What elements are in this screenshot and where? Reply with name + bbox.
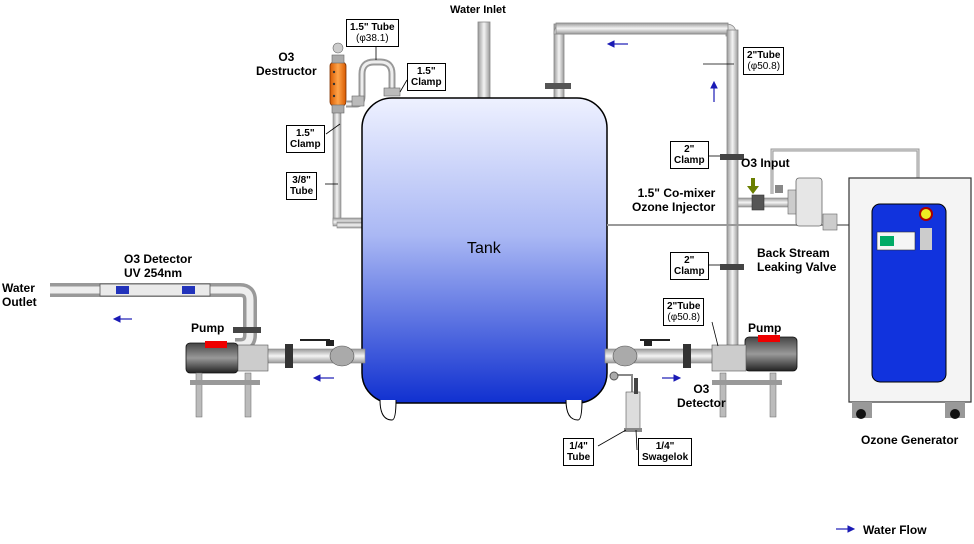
tube-2-low-text: 2"Tube xyxy=(667,301,701,312)
o3-destructor-label: O3 Destructor xyxy=(256,50,317,78)
tube-1-5-diameter: (φ38.1) xyxy=(355,33,389,44)
lower-o3-detector-formula: O3 xyxy=(693,382,710,396)
tube-3-8 xyxy=(336,221,366,229)
clamp-2-lower-size: 2" xyxy=(684,255,695,266)
clamp-2-upper-size: 2" xyxy=(684,144,695,155)
flow-arrow-right-pump xyxy=(662,374,682,382)
flow-arrow-up xyxy=(710,80,718,102)
tube-1-4-text: Tube xyxy=(567,452,591,463)
tube-1-5-text: 1.5" Tube xyxy=(350,22,395,33)
clamp-2-upper-label: 2" Clamp xyxy=(670,141,709,169)
pump-right-label: Pump xyxy=(748,321,782,335)
flow-arrow-left-pump xyxy=(312,374,334,382)
tube-3-8-size: 3/8" xyxy=(292,175,311,186)
leaking-valve-text: Leaking Valve xyxy=(757,260,837,274)
tube-2-low-diameter: (φ50.8) xyxy=(667,312,701,323)
ozone-injector-text: Ozone Injector xyxy=(632,200,716,214)
co-mixer-injector xyxy=(737,177,838,231)
left-outlet-line xyxy=(50,283,366,368)
water-outlet-text-2: Outlet xyxy=(2,295,37,309)
tube-2-low-label: 2"Tube (φ50.8) xyxy=(663,298,705,326)
clamp-1-5-left-text: Clamp xyxy=(290,139,321,150)
tank-label: Tank xyxy=(467,240,501,257)
tube-3-8-label: 3/8" Tube xyxy=(286,172,318,200)
water-inlet-label: Water Inlet xyxy=(450,4,506,16)
clamp-1-5-left-label: 1.5" Clamp xyxy=(286,125,325,153)
clamp-1-5-top-size: 1.5" xyxy=(416,66,436,77)
destructor-body xyxy=(329,61,347,107)
pump-left-label: Pump xyxy=(191,321,225,335)
swagelok-text: Swagelok xyxy=(642,452,689,463)
water-flow-legend-label: Water Flow xyxy=(863,523,927,537)
uv-o3-detector-text: O3 Detector xyxy=(124,252,193,266)
right-pump xyxy=(711,335,798,418)
uv-o3-detector-label: O3 Detector UV 254nm xyxy=(124,252,192,280)
tube-1-4-size: 1/4" xyxy=(569,441,588,452)
back-stream-valve-label: Back Stream Leaking Valve xyxy=(757,246,836,274)
back-stream-text: Back Stream xyxy=(757,246,830,260)
co-mixer-label: 1.5" Co-mixer Ozone Injector xyxy=(632,186,715,214)
uv-wavelength-text: UV 254nm xyxy=(124,266,183,280)
ozone-generator xyxy=(848,177,972,419)
swagelok-label: 1/4" Swagelok xyxy=(638,438,693,466)
lower-o3-detector-text: Detector xyxy=(677,396,726,410)
flow-arrow-top-left xyxy=(606,40,628,48)
clamp-2-lower-text: Clamp xyxy=(674,266,705,277)
right-inlet-line xyxy=(604,154,744,368)
tube-2-top-text: 2"Tube xyxy=(747,50,781,61)
water-inlet-pipe xyxy=(477,21,491,99)
lower-o3-detector-label: O3 Detector xyxy=(677,382,726,410)
tube-2-top-diameter: (φ50.8) xyxy=(747,61,781,72)
clamp-2-lower-label: 2" Clamp xyxy=(670,252,709,280)
lower-o3-detector xyxy=(609,371,642,432)
tube-2-top-label: 2"Tube (φ50.8) xyxy=(743,47,785,75)
swagelok-size: 1/4" xyxy=(655,441,675,452)
ozone-generator-label: Ozone Generator xyxy=(861,433,959,447)
clamp-1-5-top-label: 1.5" Clamp xyxy=(407,63,446,91)
tube-1-4-label: 1/4" Tube xyxy=(563,438,595,466)
water-flow-legend-arrow xyxy=(836,525,856,533)
o3-destructor-formula: O3 xyxy=(278,50,295,64)
tank xyxy=(361,97,608,421)
co-mixer-text: 1.5" Co-mixer xyxy=(637,186,716,200)
return-pipe-top xyxy=(545,22,739,351)
tube-3-8-text: Tube xyxy=(290,186,314,197)
water-outlet-text-1: Water xyxy=(2,281,35,295)
left-pump xyxy=(185,341,269,418)
o3-input-label: O3 Input xyxy=(741,156,790,170)
clamp-1-5-top-text: Clamp xyxy=(411,77,442,88)
clamp-2-upper-text: Clamp xyxy=(674,155,705,166)
flow-arrow-outlet xyxy=(112,315,132,323)
clamp-1-5-left-size: 1.5" xyxy=(295,128,315,139)
tube-1-5-label: 1.5" Tube (φ38.1) xyxy=(346,19,399,47)
flow-arrows xyxy=(112,40,856,533)
water-outlet-label: Water Outlet xyxy=(2,281,37,309)
o3-destructor-text: Destructor xyxy=(256,64,317,78)
